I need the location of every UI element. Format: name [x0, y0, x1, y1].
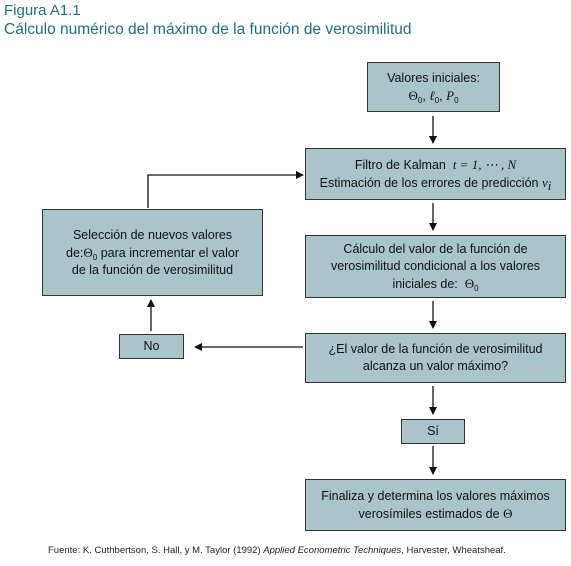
arrow-selection-to-kalman [147, 171, 304, 208]
kalman-filter-line: Filtro de Kalman t = 1, ⋯ , N [354, 157, 517, 172]
initial-values-box: Valores iniciales: Θ0, ℓ0, P0 [367, 62, 500, 112]
selection-line-1: Selección de nuevos valores [72, 227, 233, 242]
max-check-box: ¿El valor de la función de verosimilitud… [305, 333, 566, 383]
final-line-1: Finaliza y determina los valores máximos [321, 488, 550, 503]
max-check-line-2: alcanza un valor máximo? [362, 359, 509, 373]
figure-label: Figura A1.1 [4, 2, 81, 19]
kalman-filter-box: Filtro de Kalman t = 1, ⋯ , N Estimación… [305, 148, 566, 200]
selection-line-3: de la función de verosimilitud [71, 262, 234, 277]
figure-title: Cálculo numérico del máximo de la funció… [4, 21, 412, 38]
si-box: Sí [401, 419, 465, 444]
initial-values-expression: Θ0, ℓ0, P0 [408, 87, 459, 105]
likelihood-calculation-box: Cálculo del valor de la función de veros… [305, 235, 566, 298]
likelihood-line-3: iniciales de: Θ0 [392, 275, 479, 293]
no-box: No [119, 334, 184, 359]
likelihood-line-1: Cálculo del valor de la función de [343, 241, 528, 256]
new-values-selection-box: Selección de nuevos valores de:Θ0 para i… [42, 209, 263, 296]
max-check-line-1: ¿El valor de la función de verosimilitud [328, 342, 543, 356]
no-label: No [143, 339, 160, 353]
si-label: Sí [427, 424, 439, 438]
selection-line-2: de:Θ0 para incrementar el valor [66, 244, 239, 262]
final-box: Finaliza y determina los valores máximos… [305, 479, 566, 531]
final-line-2: verosímiles estimados de Θ [358, 505, 513, 521]
likelihood-line-2: verosimilitud condicional a los valores [330, 258, 541, 273]
initial-values-label: Valores iniciales: [387, 70, 480, 85]
prediction-errors-line: Estimación de los errores de predicción … [319, 175, 552, 193]
source-note: Fuente: K. Cuthbertson, S. Hall, y M. Ta… [48, 545, 506, 556]
